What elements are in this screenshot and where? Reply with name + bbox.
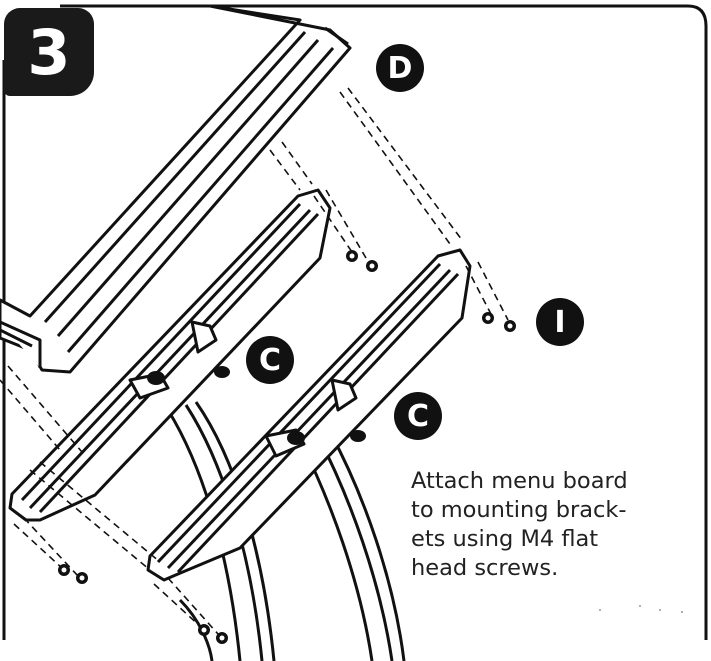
menu-board [0, 4, 352, 374]
instruction-line: head screws. [411, 555, 559, 581]
print-speckles [599, 605, 683, 613]
bracket-fittings [147, 366, 366, 445]
screws [58, 250, 516, 644]
part-label-i: I [536, 298, 584, 346]
step-number-badge: 3 [4, 8, 94, 96]
instruction-line: to mounting brack- [411, 497, 627, 523]
part-label-c-left: C [246, 336, 294, 384]
instruction-line: ets using M4 flat [411, 526, 599, 552]
bracket-right [146, 248, 472, 582]
instruction-line: Attach menu board [411, 468, 628, 494]
panel-border [60, 4, 708, 640]
part-label-c-right: C [394, 392, 442, 440]
alignment-guides [0, 87, 509, 635]
part-label-d: D [376, 44, 424, 92]
instruction-text: Attach menu board to mounting brack- ets… [411, 467, 691, 583]
step-number: 3 [27, 15, 71, 89]
